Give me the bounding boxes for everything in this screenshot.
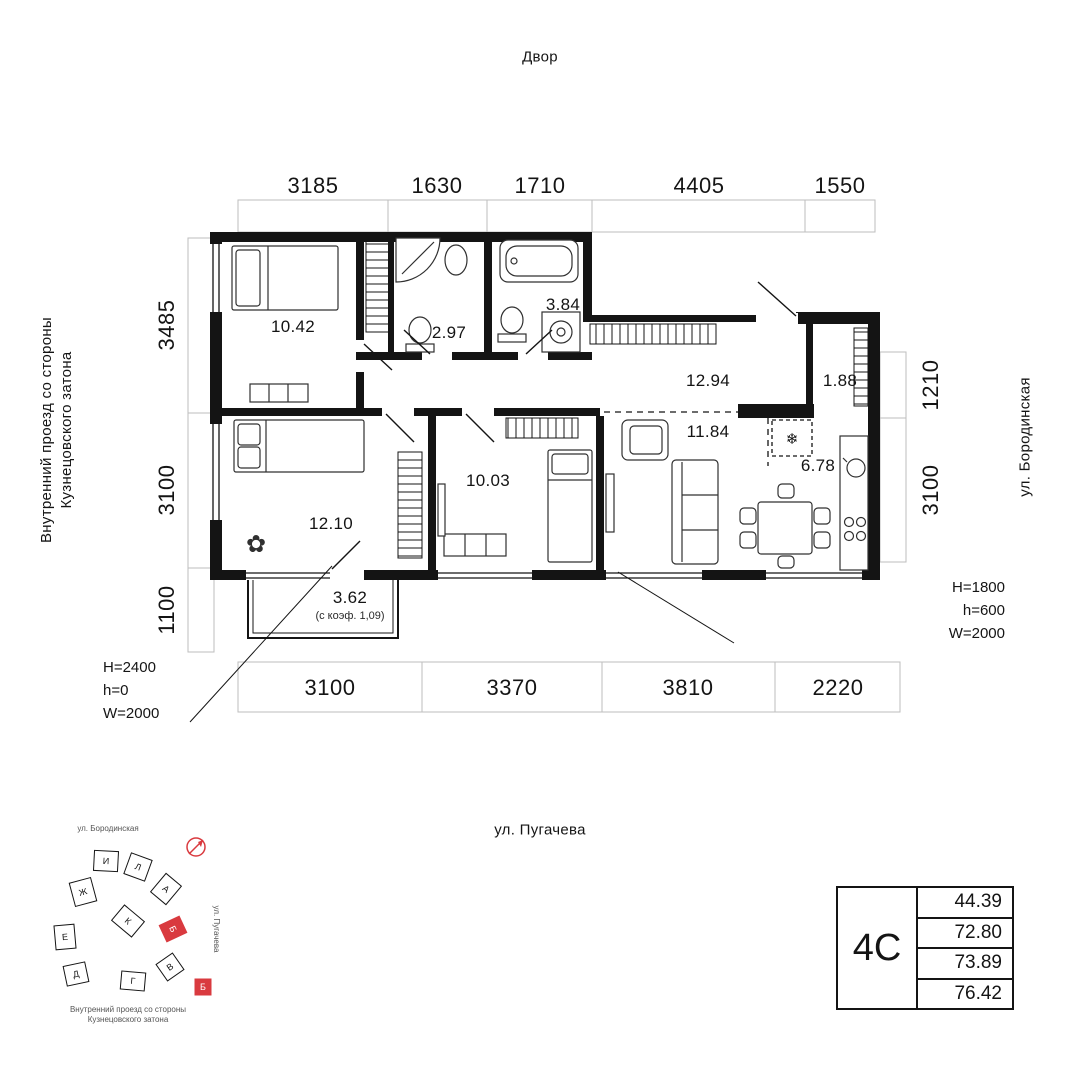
site-section: Г [130, 976, 136, 986]
entrance-door-leaf [757, 281, 797, 317]
room-area-balcony: 3.62 [332, 588, 368, 607]
room-area-bedroom3: 12.10 [308, 514, 354, 533]
site-section: И [103, 856, 110, 866]
site-street-top: ул. Бородинская [77, 824, 138, 833]
site-street-bottom-2: Кузнецовского затона [88, 1015, 169, 1024]
site-section: В [165, 961, 176, 973]
furniture-kitchen [739, 435, 869, 571]
windows [208, 244, 862, 581]
dim-left-1: 3485 [154, 299, 179, 351]
fridge-outline [771, 419, 813, 457]
street-label-top: Двор [522, 48, 558, 66]
site-section: Д [72, 968, 80, 979]
street-label-left: Внутренний проезд со стороны Кузнецовско… [38, 317, 75, 543]
room-area-bedroom1: 10.42 [270, 317, 316, 336]
street-label-right: ул. Бородинская [1016, 377, 1034, 497]
annotation-line: h=600 [962, 602, 1005, 619]
room-area-kitchen: 6.78 [800, 456, 836, 475]
dim-top-3: 1710 [514, 173, 566, 198]
window-annotation-left: H=2400 h=0 W=2000 [103, 656, 159, 725]
site-street-bottom-1: Внутренний проезд со стороны [70, 1005, 186, 1014]
unit-areas: 44.39 72.80 73.89 76.42 [918, 888, 1012, 1008]
dim-right-2: 3100 [918, 464, 943, 516]
plant-icon: ✿ [246, 531, 266, 558]
dim-top-1: 3185 [287, 173, 339, 198]
room-area-hall: 12.94 [685, 371, 731, 390]
unit-info-box: 4С 44.39 72.80 73.89 76.42 [836, 886, 1014, 1010]
unit-area-row: 72.80 [918, 919, 1012, 949]
site-plan: ул. Бородинская И Л А Ж К Е Б Д Г В Б ул… [53, 824, 221, 1024]
dim-left-2: 3100 [154, 464, 179, 516]
annotation-line: W=2000 [948, 625, 1005, 642]
unit-area-row: 44.39 [918, 888, 1012, 919]
site-section-highlight: Б [200, 982, 206, 992]
dim-top-4: 4405 [673, 173, 725, 198]
annotation-line: H=2400 [103, 659, 156, 676]
leader-lines [189, 565, 735, 723]
unit-type: 4С [838, 888, 918, 1008]
wardrobe-hatches [365, 239, 869, 559]
dim-right-1: 1210 [918, 359, 943, 411]
annotation-line: W=2000 [103, 705, 160, 722]
dashed-boundaries [604, 411, 813, 466]
dim-top-2: 1630 [411, 173, 463, 198]
dim-top-5: 1550 [814, 173, 866, 198]
furniture-bedroom1 [231, 245, 339, 403]
site-buildings: И Л А Ж К Е Б Д Г В Б [53, 849, 212, 996]
compass-icon [186, 837, 206, 857]
furniture-bedroom2 [437, 449, 593, 563]
dim-bottom-4: 2220 [812, 675, 864, 700]
site-section: Ж [78, 886, 89, 898]
unit-area-row: 76.42 [954, 982, 1002, 1004]
dim-left-3: 1100 [154, 585, 179, 635]
dim-bottom-1: 3100 [304, 675, 356, 700]
annotation-line: H=1800 [952, 579, 1005, 596]
balcony-outline [247, 580, 399, 639]
door-leaves [331, 281, 797, 570]
site-section: А [160, 883, 171, 895]
furniture-bath2 [497, 239, 581, 353]
balcony-coef-note: (с коэф. 1,09) [315, 610, 385, 622]
site-section: Л [134, 861, 143, 872]
unit-area-row: 73.89 [918, 949, 1012, 980]
room-area-bath2: 3.84 [545, 295, 581, 314]
dim-bottom-2: 3370 [486, 675, 538, 700]
dimension-grid [187, 199, 907, 713]
room-area-bedroom2: 10.03 [465, 471, 511, 490]
furniture-bedroom3 [233, 419, 365, 473]
street-label-bottom: ул. Пугачева [494, 821, 586, 839]
furniture-living [605, 419, 719, 565]
site-section: Е [62, 932, 69, 942]
site-section: К [123, 915, 134, 927]
window-annotation-right: H=1800 h=600 W=2000 [920, 576, 1005, 645]
site-street-right: ул. Пугачева [212, 906, 221, 953]
dim-bottom-3: 3810 [662, 675, 714, 700]
annotation-line: h=0 [103, 682, 129, 699]
furniture-bath1 [395, 237, 468, 353]
fridge-icon: ❄ [786, 431, 799, 448]
room-area-bath1: 2.97 [431, 323, 467, 342]
room-area-closet: 1.88 [822, 371, 858, 390]
room-area-living: 11.84 [686, 422, 730, 441]
site-section-highlight: Б [167, 924, 179, 934]
